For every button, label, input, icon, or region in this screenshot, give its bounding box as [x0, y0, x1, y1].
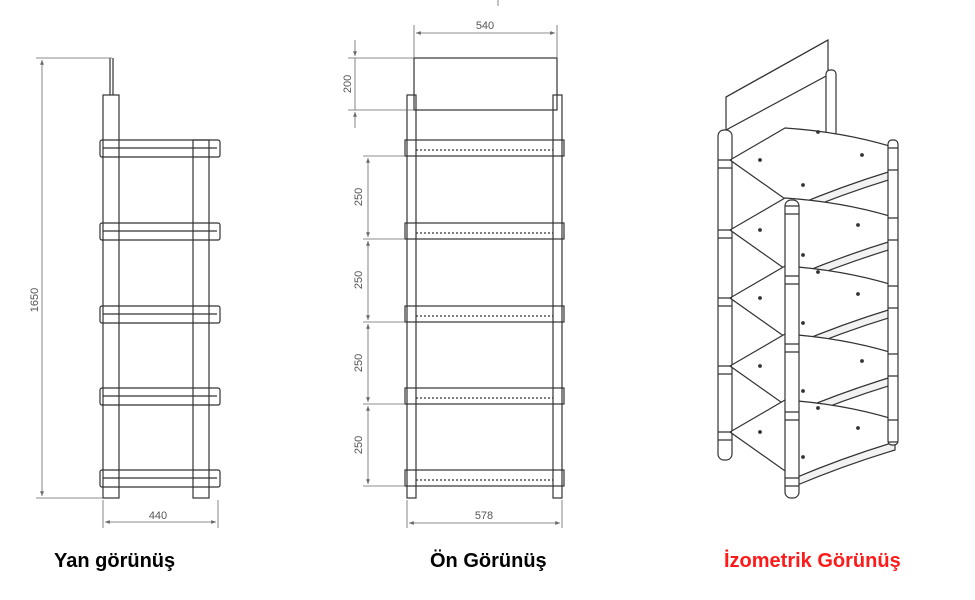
front-view	[404, 57, 565, 499]
dim-gap-1-label: 250	[353, 188, 365, 206]
front-shelf	[404, 222, 565, 240]
iso-shelf	[728, 399, 897, 487]
front-post-left	[406, 94, 417, 499]
front-post-right	[552, 94, 563, 499]
dim-depth-label: 440	[149, 510, 167, 522]
iso-post-front-left	[784, 199, 800, 499]
dim-bottom-width-label: 578	[475, 510, 493, 522]
dim-panel-height-label: 200	[342, 75, 354, 93]
front-shelf	[404, 305, 565, 323]
front-view-caption: Ön Görünüş	[430, 550, 547, 572]
side-shelf	[99, 469, 221, 488]
dim-gap-4-label: 250	[353, 436, 365, 454]
front-top-panel	[413, 57, 558, 111]
iso-post-front-right	[887, 139, 899, 446]
iso-top-panel	[725, 38, 829, 132]
dim-height-label: 1650	[29, 288, 41, 312]
dim-gap-3-label: 250	[353, 354, 365, 372]
iso-post-back-left	[717, 129, 733, 461]
side-post-right	[192, 139, 210, 499]
side-shelf	[99, 222, 221, 241]
side-top-wire	[109, 58, 114, 95]
side-shelf	[99, 305, 221, 324]
side-dimensions	[36, 57, 219, 528]
side-view	[99, 58, 221, 499]
front-shelf	[404, 469, 565, 487]
dim-gap-2-label: 250	[353, 271, 365, 289]
side-shelf	[99, 139, 221, 158]
iso-view	[717, 38, 899, 499]
side-post-left	[102, 94, 120, 499]
side-view-caption: Yan görünüş	[54, 550, 176, 572]
front-shelf	[404, 387, 565, 405]
iso-view-caption: İzometrik Görünüş	[724, 550, 901, 572]
front-dimensions	[348, 0, 563, 528]
side-shelf	[99, 387, 221, 406]
dim-top-width-label: 540	[476, 20, 494, 32]
front-shelf	[404, 139, 565, 157]
